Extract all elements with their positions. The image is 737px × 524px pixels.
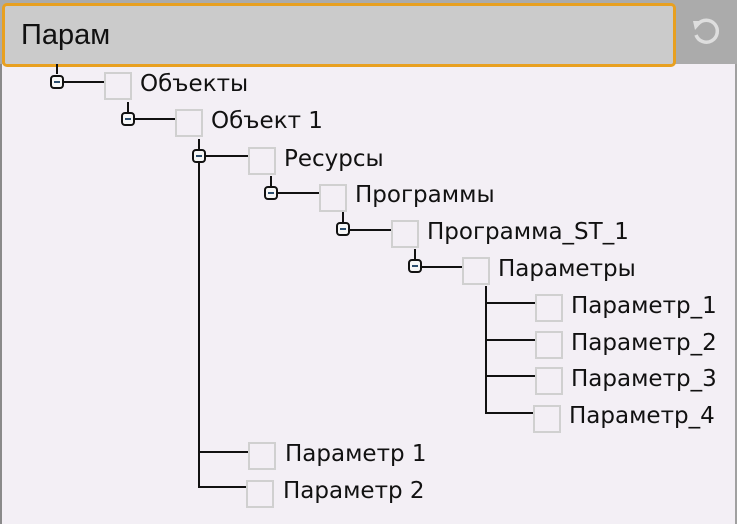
tree-connector xyxy=(485,286,487,414)
tree-node-label[interactable]: Объекты xyxy=(140,71,249,97)
tree-connector xyxy=(56,64,58,74)
minus-icon xyxy=(412,265,418,267)
collapse-toggle-programs[interactable] xyxy=(264,186,278,200)
tree-node-label[interactable]: Параметр 2 xyxy=(283,478,425,504)
collapse-toggle-resources[interactable] xyxy=(192,149,206,163)
search-bar xyxy=(0,0,737,67)
checkbox-param-3[interactable] xyxy=(535,367,563,395)
tree-node-label[interactable]: Программы xyxy=(355,182,495,208)
checkbox-param-4[interactable] xyxy=(533,405,561,433)
checkbox-param-2[interactable] xyxy=(535,331,563,359)
tree-connector xyxy=(270,176,272,186)
search-field-wrapper xyxy=(2,3,676,67)
checkbox-objects[interactable] xyxy=(104,72,132,100)
minus-icon xyxy=(196,155,202,157)
tree-node-label[interactable]: Параметр 1 xyxy=(285,441,427,467)
tree-connector xyxy=(135,118,175,120)
collapse-toggle-parameters[interactable] xyxy=(408,259,422,273)
tree-connector xyxy=(485,412,533,414)
tree-connector xyxy=(342,212,344,222)
tree-node-label[interactable]: Параметры xyxy=(498,256,636,282)
checkbox-parameters[interactable] xyxy=(462,257,490,285)
tree-connector xyxy=(485,339,535,341)
tree-connector xyxy=(127,102,129,112)
checkbox-param-1[interactable] xyxy=(535,294,563,322)
minus-icon xyxy=(340,228,346,230)
tree-node-label[interactable]: Параметр_1 xyxy=(571,293,717,319)
tree-connector xyxy=(485,302,535,304)
tree-connector xyxy=(350,229,391,231)
tree-connector xyxy=(198,451,248,453)
reset-icon xyxy=(693,18,720,44)
minus-icon xyxy=(125,118,131,120)
collapse-toggle-program-st1[interactable] xyxy=(336,222,350,236)
tree-connector xyxy=(414,249,416,259)
tree-connector xyxy=(198,486,246,488)
tree-connector xyxy=(206,155,248,157)
tree-connector xyxy=(422,266,462,268)
checkbox-object-param-2[interactable] xyxy=(246,480,274,508)
checkbox-program-st1[interactable] xyxy=(391,220,419,248)
checkbox-object1[interactable] xyxy=(175,109,203,137)
checkbox-object-param-1[interactable] xyxy=(248,442,276,470)
tree-node-label[interactable]: Параметр_2 xyxy=(571,330,717,356)
tree-node-label[interactable]: Ресурсы xyxy=(284,146,384,172)
collapse-toggle-object1[interactable] xyxy=(121,112,135,126)
tree-connector xyxy=(278,192,319,194)
tree-connector xyxy=(198,139,200,488)
checkbox-resources[interactable] xyxy=(248,147,276,175)
tree-node-label[interactable]: Параметр_4 xyxy=(569,403,715,429)
tree-connector xyxy=(64,81,104,83)
minus-icon xyxy=(54,81,60,83)
search-input[interactable] xyxy=(21,12,641,58)
reset-button[interactable] xyxy=(680,6,732,58)
tree-node-label[interactable]: Объект 1 xyxy=(211,108,323,134)
checkbox-programs[interactable] xyxy=(319,184,347,212)
collapse-toggle-objects[interactable] xyxy=(50,75,64,89)
minus-icon xyxy=(268,192,274,194)
tree-node-label[interactable]: Программа_ST_1 xyxy=(427,219,629,245)
tree-connector xyxy=(485,375,535,377)
tree-node-label[interactable]: Параметр_3 xyxy=(571,366,717,392)
